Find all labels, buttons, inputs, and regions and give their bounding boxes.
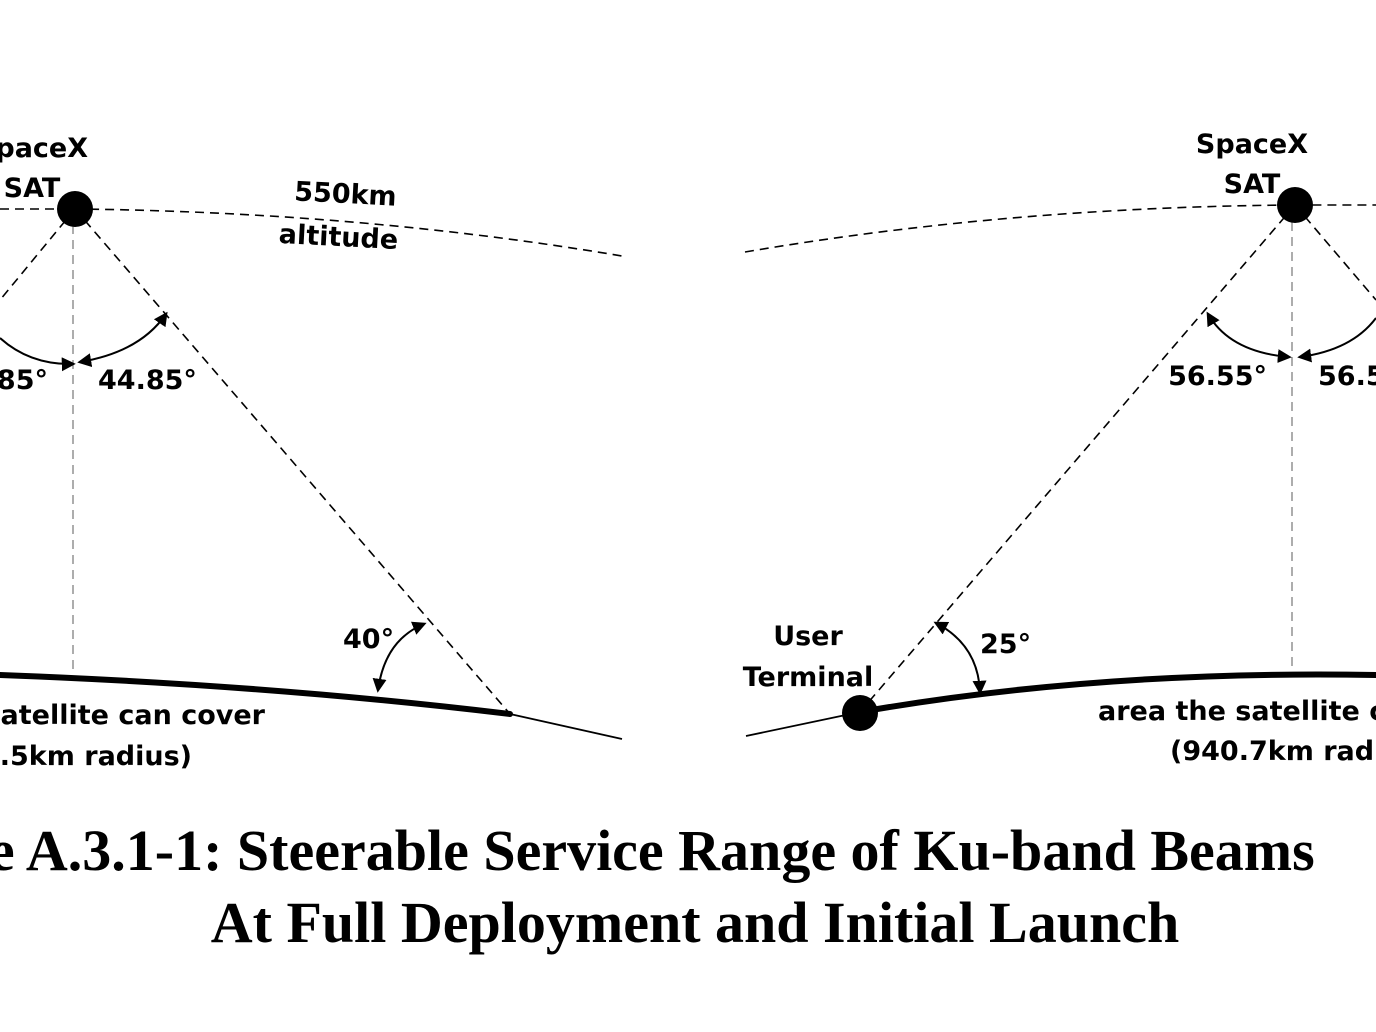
left-altitude-line1: 550km xyxy=(293,176,397,212)
left-elevation-label: 40° xyxy=(343,624,394,655)
left-angle-label-left: 44.85° xyxy=(0,365,48,396)
user-terminal-label-line2: Terminal xyxy=(743,662,874,693)
right-elevation-arc xyxy=(933,621,987,695)
left-sat-label-line2: SAT xyxy=(4,173,61,204)
left-angle-arc-right xyxy=(77,311,168,368)
caption-line2: At Full Deployment and Initial Launch xyxy=(211,890,1179,955)
left-satellite-icon xyxy=(57,191,93,227)
right-angle-arc-left xyxy=(1206,311,1292,364)
right-angle-arc-right xyxy=(1297,317,1376,363)
left-sat-label-line1: SpaceX xyxy=(0,133,88,164)
left-angle-label-right: 44.85° xyxy=(98,365,197,396)
left-coverage-arc xyxy=(0,672,513,717)
caption-line1: Figure A.3.1-1: Steerable Service Range … xyxy=(0,818,1315,883)
right-slant-line-left xyxy=(859,204,1296,713)
left-slant-line-right xyxy=(74,208,511,715)
left-altitude-line2: altitude xyxy=(278,219,399,256)
right-coverage-arc xyxy=(857,671,1376,715)
right-coverage-line1: area the satellite can cover xyxy=(1098,696,1376,727)
right-coverage-line2: (940.7km radius) xyxy=(1170,736,1376,767)
right-satellite-icon xyxy=(1277,187,1313,223)
right-earth-surface-thin xyxy=(745,711,861,737)
figure-caption: Figure A.3.1-1: Steerable Service Range … xyxy=(0,818,1315,955)
right-angle-label-right: 56.55° xyxy=(1318,361,1376,392)
left-panel: SpaceX SAT 550km altitude 44.85° 44.85° … xyxy=(0,133,623,772)
left-coverage-line2: (573.5km radius) xyxy=(0,741,192,772)
left-orbit-arc xyxy=(0,208,623,257)
right-panel: SpaceX SAT 56.55° 56.55° 25° User Termin… xyxy=(743,129,1376,767)
left-slant-line-left xyxy=(0,208,76,301)
right-angle-label-left: 56.55° xyxy=(1168,361,1267,392)
left-angle-arc-left xyxy=(0,337,76,372)
user-terminal-icon xyxy=(842,695,878,731)
right-elevation-label: 25° xyxy=(980,629,1031,660)
right-sat-label-line2: SAT xyxy=(1224,169,1281,200)
left-earth-surface-thin xyxy=(509,713,623,740)
right-sat-label-line1: SpaceX xyxy=(1196,129,1308,160)
user-terminal-label-line1: User xyxy=(773,621,843,652)
left-coverage-line1: area the satellite can cover xyxy=(0,700,266,731)
left-elevation-arc xyxy=(372,621,427,693)
right-orbit-arc xyxy=(744,204,1376,253)
right-slant-line-right xyxy=(1294,204,1376,301)
